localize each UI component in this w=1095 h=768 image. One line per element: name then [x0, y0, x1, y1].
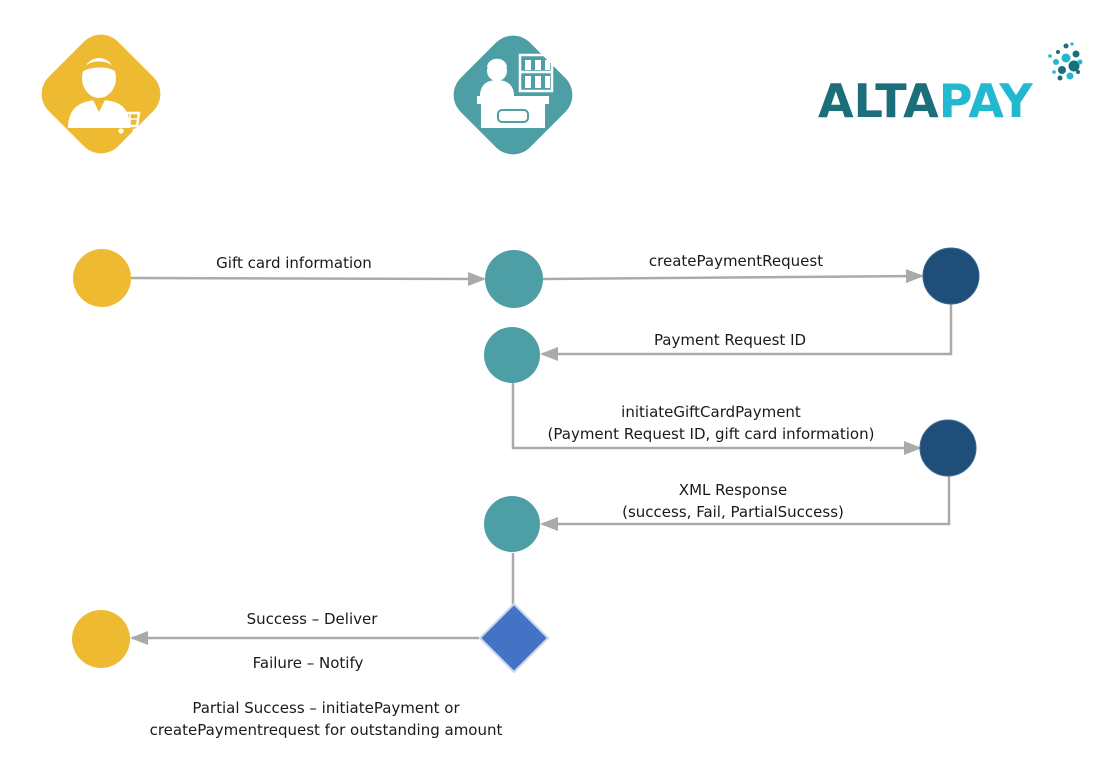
customer-node-start — [73, 249, 131, 307]
decision-node — [478, 602, 550, 674]
arrow-create-payment-request — [542, 269, 924, 284]
logo-part-alta: ALTA — [818, 74, 939, 128]
label-xml-response: XML Response — [679, 481, 787, 499]
logo-part-pay: PAY — [939, 74, 1034, 128]
merchant-node-1 — [485, 250, 543, 308]
label-create-payment-request: createPaymentRequest — [649, 252, 823, 270]
arrow-xml-response — [540, 476, 951, 531]
connectors — [130, 269, 953, 645]
svg-text:ALTAPAY: ALTAPAY — [818, 74, 1033, 128]
label-failure-notify: Failure – Notify — [253, 654, 364, 672]
merchant-node-3 — [484, 496, 540, 552]
logo-dots-icon — [1048, 42, 1083, 81]
shop-merchant-icon — [477, 53, 554, 128]
arrow-initiate-gift-card-payment — [511, 383, 922, 455]
label-partial-success-line1: Partial Success – initiatePayment or — [192, 699, 460, 717]
altapay-logo: ALTAPAY — [818, 42, 1083, 128]
label-initiate-gift-card-payment-params: (Payment Request ID, gift card informati… — [548, 425, 875, 443]
label-partial-success-line2: createPaymentrequest for outstanding amo… — [150, 721, 503, 739]
arrow-payment-request-id — [540, 304, 953, 361]
label-success-deliver: Success – Deliver — [247, 610, 379, 628]
label-gift-card-information: Gift card information — [216, 254, 372, 272]
label-payment-request-id: Payment Request ID — [654, 331, 806, 349]
merchant-node-2 — [484, 327, 540, 383]
customer-header-icon — [41, 34, 161, 154]
arrow-gift-card-info — [130, 271, 486, 286]
label-initiate-gift-card-payment: initiateGiftCardPayment — [621, 403, 801, 421]
altapay-node-1 — [922, 247, 980, 305]
label-xml-response-values: (success, Fail, PartialSuccess) — [622, 503, 844, 521]
merchant-header-icon — [453, 35, 573, 155]
customer-node-end — [72, 610, 130, 668]
customer-with-cart-icon — [68, 58, 141, 134]
altapay-node-2 — [919, 419, 977, 477]
